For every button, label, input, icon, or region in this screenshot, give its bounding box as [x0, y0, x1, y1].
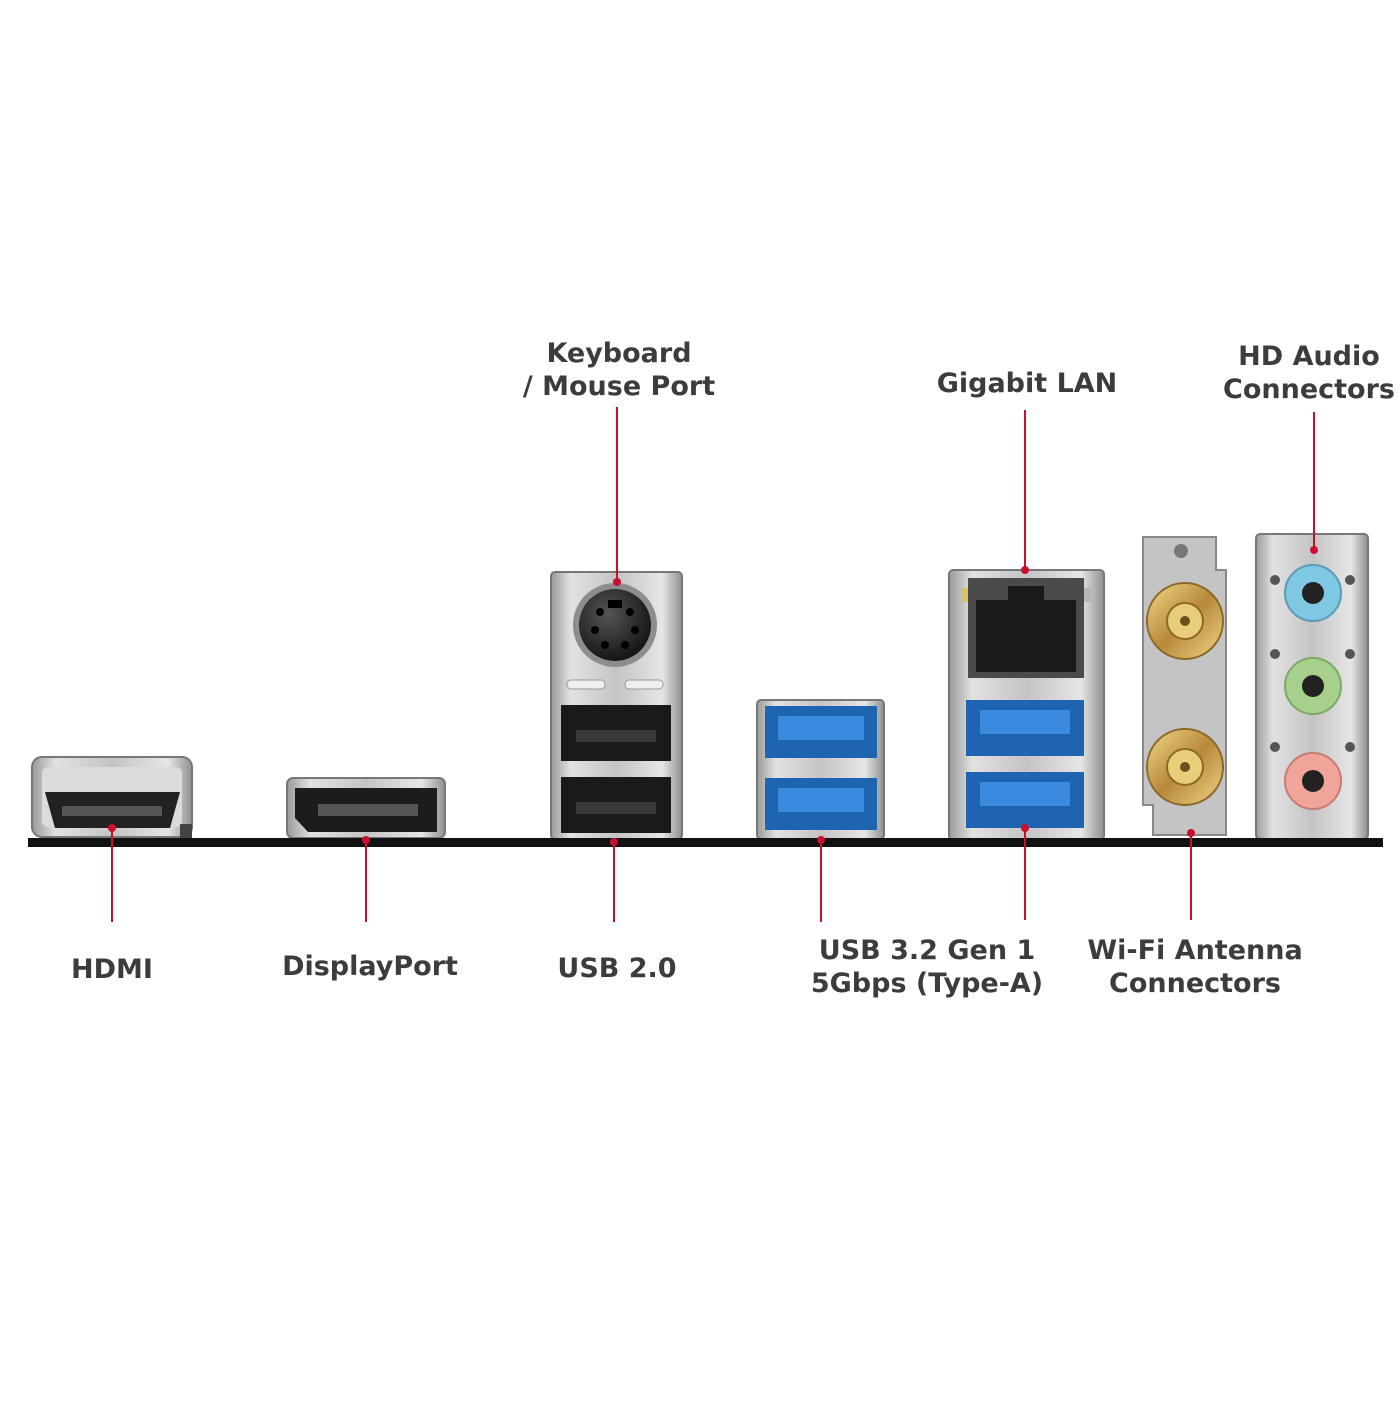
label-usb2: USB 2.0: [557, 952, 676, 985]
label-wifi-line1: Wi-Fi Antenna: [1087, 935, 1303, 966]
label-audio-line1: HD Audio: [1238, 341, 1380, 372]
label-hd-audio: HD Audio Connectors: [1223, 340, 1395, 406]
hdmi-port: [31, 756, 193, 838]
displayport-port: [286, 777, 446, 839]
leader-dot-audio: [1310, 546, 1318, 554]
lan-usb3-stack: [948, 569, 1105, 841]
label-usb2-line1: USB 2.0: [557, 953, 677, 984]
leader-dot-wifi: [1187, 829, 1195, 837]
leader-dot-usb3-lan: [1021, 824, 1029, 832]
label-displayport-line1: DisplayPort: [282, 951, 458, 982]
label-lan-line1: Gigabit LAN: [936, 368, 1118, 399]
label-hdmi: HDMI: [71, 953, 153, 986]
leader-dot-keyboard: [613, 578, 621, 586]
label-keyboard-mouse-port: Keyboard / Mouse Port: [523, 337, 715, 403]
leader-dot-lan: [1021, 566, 1029, 574]
hd-audio-panel: [1255, 533, 1369, 840]
label-displayport: DisplayPort: [282, 950, 458, 983]
leader-dot-usb2: [610, 838, 618, 846]
label-gigabit-lan: Gigabit LAN: [937, 367, 1118, 400]
label-wifi-line2: Connectors: [1109, 968, 1281, 999]
leader-dot-displayport: [362, 836, 370, 844]
label-usb3-line1: USB 3.2 Gen 1: [818, 935, 1036, 966]
label-keyboard-line1: Keyboard: [546, 338, 692, 369]
label-usb3-line2: 5Gbps (Type-A): [810, 968, 1044, 999]
baseline: [28, 838, 1383, 847]
leader-dot-usb3: [817, 836, 825, 844]
wifi-antenna-bracket: [1142, 536, 1227, 836]
label-hdmi-line1: HDMI: [71, 954, 153, 985]
ps2-usb2-stack: [550, 571, 683, 840]
usb3-stack: [756, 699, 885, 840]
leader-dot-hdmi: [108, 824, 116, 832]
label-audio-line2: Connectors: [1223, 374, 1395, 405]
label-wifi-antenna: Wi-Fi Antenna Connectors: [1087, 934, 1302, 1000]
label-usb3: USB 3.2 Gen 1 5Gbps (Type-A): [811, 934, 1043, 1000]
label-keyboard-line2: / Mouse Port: [522, 371, 716, 402]
